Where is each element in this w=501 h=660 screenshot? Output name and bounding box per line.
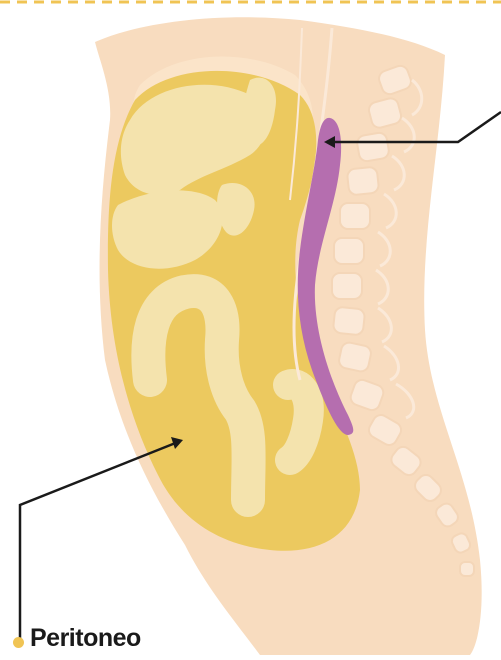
dot-icon — [13, 637, 24, 648]
peritoneum-label: Peritoneo — [30, 624, 141, 653]
